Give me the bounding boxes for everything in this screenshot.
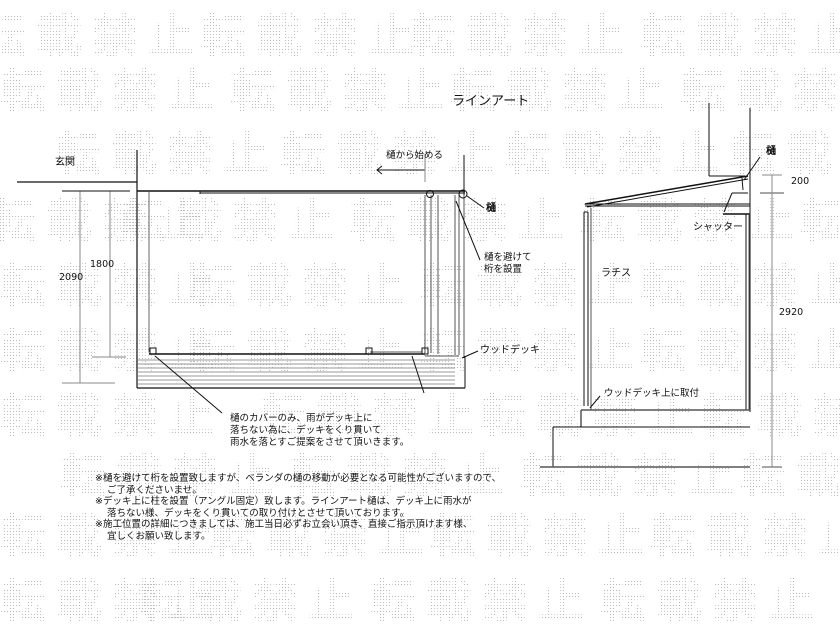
gutter-cover-note: 樋のカバーのみ、雨がデッキ上に 落ちない為に、デッキをくり貫いて 雨水を落とすご… — [230, 413, 409, 449]
drawing-title: ラインアート — [452, 94, 530, 109]
avoid-gutter-note: 樋を避けて 桁を設置 — [484, 252, 532, 276]
shutter-label: シャッター — [693, 222, 743, 233]
gutter-cover-note-line-3: 雨水を落とすご提案をさせて頂いきます。 — [230, 437, 410, 448]
dimension-2920: 2920 — [779, 307, 804, 318]
note-line: ※樋を避けて桁を設置致しますが、ベランダの樋の移動が必要となる可能性がございます… — [95, 473, 502, 484]
side-gutter-label: 樋 — [766, 146, 776, 157]
note-line: ご了承くださいませ。 — [107, 484, 202, 496]
gutter-cover-note-line-2: 落ちない為に、デッキをくり貫いて — [230, 425, 382, 436]
note-line: ※施工位置の詳細につきましては、施工当日必ずお立会い頂き、直接ご指示頂けます様、 — [95, 519, 473, 531]
avoid-gutter-note-line-1: 樋を避けて — [484, 252, 532, 263]
gutter-cover-note-line-1: 樋のカバーのみ、雨がデッキ上に — [230, 413, 373, 424]
dimension-200: 200 — [791, 176, 810, 187]
start-from-gutter-note: 樋から始める — [386, 150, 444, 161]
entrance-label: 玄関 — [55, 157, 75, 168]
dimension-1800: 1800 — [90, 259, 115, 270]
avoid-gutter-note-line-2: 桁を設置 — [484, 264, 523, 275]
wood-deck-label: ウッドデッキ — [480, 345, 540, 356]
installation-notes: ※樋を避けて桁を設置致しますが、ベランダの樋の移動が必要となる可能性がございます… — [95, 473, 501, 543]
line-art-drawing — [17, 103, 784, 468]
dimension-2090: 2090 — [59, 272, 84, 283]
mount-on-deck-note: ウッドデッキ上に取付 — [604, 388, 700, 399]
lath-label: ラチス — [601, 268, 631, 279]
front-view — [17, 150, 485, 414]
note-line: 落ちない様、デッキをくり貫いての取り付けとさせて頂いております。 — [107, 507, 410, 519]
side-view — [540, 103, 784, 468]
front-gutter-label: 樋 — [486, 203, 496, 214]
note-line: ※デッキ上に柱を設置（アングル固定）致します。ラインアート樋は、デッキ上に雨水が — [95, 496, 472, 508]
note-line: 宜しくお願い致します。 — [107, 530, 211, 542]
